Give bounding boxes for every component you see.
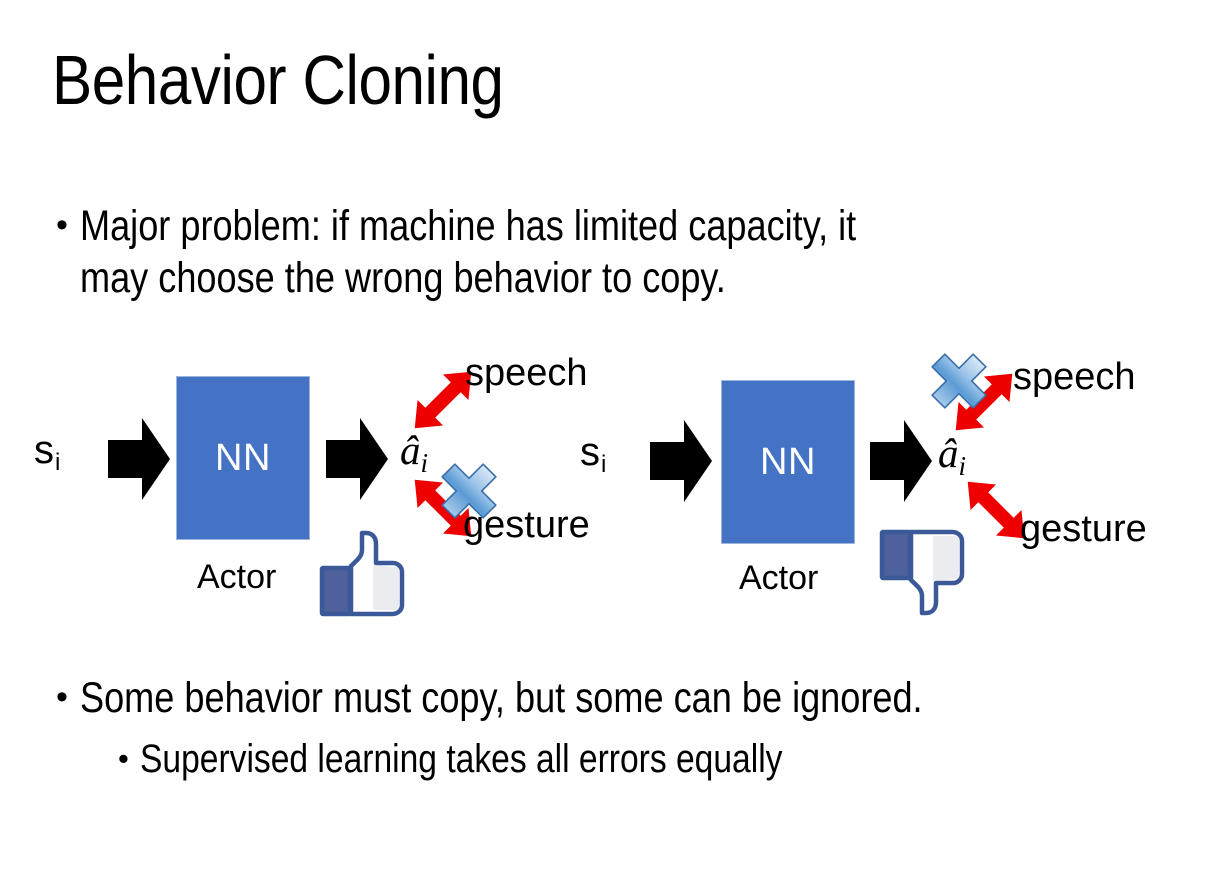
branch-label-speech: speech <box>465 352 588 394</box>
bullet-line: Some behavior must copy, but some can be… <box>79 674 923 722</box>
bullet-marker-icon: • <box>118 741 129 776</box>
cross-out-marker-gesture-icon <box>436 458 502 524</box>
branch-arrow-speech-icon <box>395 352 491 448</box>
verdict-thumbs-up-icon <box>316 526 412 622</box>
input-arrow-icon <box>108 418 170 500</box>
neural-network-box: NN <box>721 380 855 544</box>
input-state-label: si <box>580 430 607 478</box>
neural-network-label: NN <box>215 437 271 479</box>
verdict-thumbs-down-icon <box>876 520 972 616</box>
bullet-marker-icon: • <box>56 678 68 716</box>
bullet-line: Supervised learning takes all errors equ… <box>139 737 783 781</box>
output-action-label: âi <box>938 430 967 482</box>
diagram-wrong-choice: si NN Actor âi <box>558 340 1158 640</box>
actor-caption: Actor <box>197 558 277 596</box>
output-arrow-icon <box>870 420 932 502</box>
branch-arrow-gesture-icon <box>948 462 1044 558</box>
actor-caption: Actor <box>739 559 819 597</box>
branch-label-speech: speech <box>1013 356 1136 398</box>
neural-network-label: NN <box>760 441 816 483</box>
cross-out-marker-speech-icon <box>926 348 992 414</box>
input-arrow-icon <box>650 420 712 502</box>
bullet-some-behavior: • Some behavior must copy, but some can … <box>56 672 1083 724</box>
page-title: Behavior Cloning <box>52 41 504 119</box>
diagram-correct-choice: si NN Actor âi <box>10 340 610 640</box>
bullet-supervised-learning: • Supervised learning takes all errors e… <box>118 735 905 784</box>
output-arrow-icon <box>326 418 388 500</box>
bullet-marker-icon: • <box>56 206 68 244</box>
output-action-label: âi <box>400 427 429 479</box>
bullet-major-problem: • Major problem: if machine has limited … <box>56 200 1004 305</box>
bullet-line: Major problem: if machine has limited ca… <box>79 202 857 250</box>
branch-arrow-gesture-icon <box>395 460 491 556</box>
branch-arrow-speech-icon <box>936 354 1032 450</box>
branch-label-gesture: gesture <box>1020 508 1147 550</box>
bullet-line: may choose the wrong behavior to copy. <box>79 254 726 303</box>
input-state-label: si <box>34 428 61 476</box>
neural-network-box: NN <box>176 376 310 540</box>
